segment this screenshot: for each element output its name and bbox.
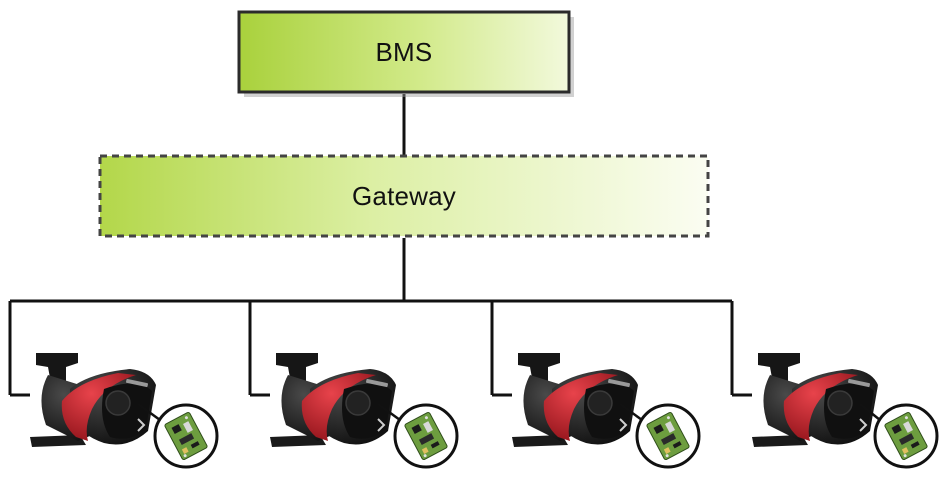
pump-2 [269,352,397,448]
pump-icon [511,352,639,448]
pump-icon [29,352,157,448]
circuit-board-icon [873,403,939,469]
pump-4 [751,352,879,448]
circuit-board-icon [393,403,459,469]
gateway-box [98,154,710,238]
bms-box [237,10,574,97]
pump-3 [511,352,639,448]
pump-module-link-4 [859,403,881,421]
module-3 [635,403,701,469]
pump-icon [269,352,397,448]
pump-module-link-3 [619,402,643,422]
pump-module-link-2 [377,402,401,422]
pump-1 [29,352,157,448]
module-1 [153,403,219,469]
pump-icon [751,352,879,448]
circuit-board-icon [635,403,701,469]
circuit-board-icon [153,403,219,469]
module-2 [393,403,459,469]
pump-module-link-1 [137,402,161,422]
module-4 [873,403,939,469]
connection-lines [8,94,752,397]
bms-label: BMS [375,36,433,67]
gateway-label: Gateway [351,180,456,211]
